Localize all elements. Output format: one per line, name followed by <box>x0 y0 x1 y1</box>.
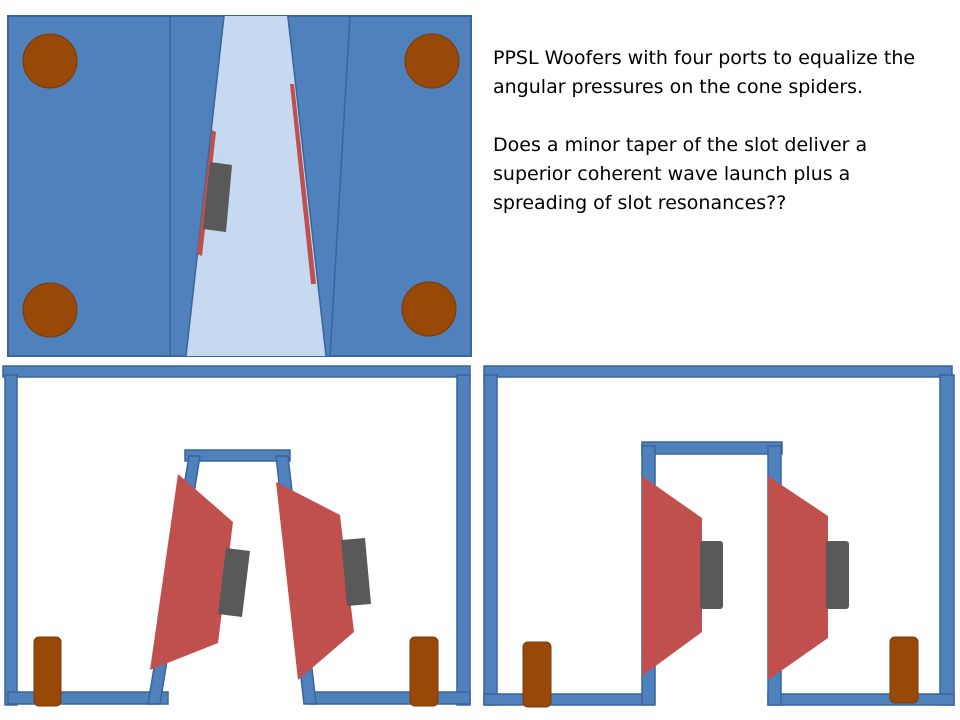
caption: PPSL Woofers with four ports to equalize… <box>493 44 943 247</box>
enclosure-bottom-left-wall <box>483 693 645 706</box>
tapered-slot <box>185 16 327 356</box>
right-woofer-magnet <box>341 538 371 606</box>
port-circle-bottom-right <box>401 281 457 337</box>
enclosure-right-wall <box>939 374 955 706</box>
tapered-section-view <box>2 365 471 707</box>
port-tube-left <box>33 636 62 707</box>
right-woofer-cone <box>768 476 828 680</box>
enclosure-bottom-left-wall <box>7 691 169 705</box>
port-circle-top-right <box>404 33 460 89</box>
enclosure-bottom-right-wall <box>309 691 471 705</box>
port-circle-top-left <box>22 33 78 89</box>
enclosure-top-wall <box>483 365 953 378</box>
right-woofer-cone-edge <box>290 84 316 284</box>
slot-top-wall <box>641 441 783 455</box>
enclosure-top-wall <box>2 365 471 378</box>
enclosure-right-wall <box>456 374 471 706</box>
caption-line-1: PPSL Woofers with four ports to equalize… <box>493 47 916 98</box>
caption-line-2: Does a minor taper of the slot deliver a… <box>493 134 868 214</box>
port-tube-right <box>889 636 919 704</box>
right-baffle-edge <box>287 15 351 357</box>
left-woofer-cone <box>150 474 233 670</box>
port-circle-bottom-left <box>22 282 78 338</box>
slot-top-wall <box>184 449 291 462</box>
enclosure-left-wall <box>4 374 18 706</box>
right-woofer-magnet <box>826 541 849 609</box>
port-tube-right <box>409 636 439 707</box>
straight-section-view <box>483 365 955 708</box>
left-woofer-cone-edge <box>197 130 216 256</box>
enclosure-left-wall <box>483 374 498 706</box>
front-view <box>7 15 472 357</box>
port-tube-left <box>522 641 552 708</box>
left-woofer-magnet <box>218 548 250 617</box>
left-woofer-magnet <box>700 541 723 609</box>
right-woofer-cone <box>276 482 354 680</box>
left-woofer-magnet <box>203 162 232 232</box>
left-woofer-cone <box>642 476 702 676</box>
enclosure-bottom-right-wall <box>767 693 955 706</box>
left-baffle-edge <box>169 15 225 357</box>
